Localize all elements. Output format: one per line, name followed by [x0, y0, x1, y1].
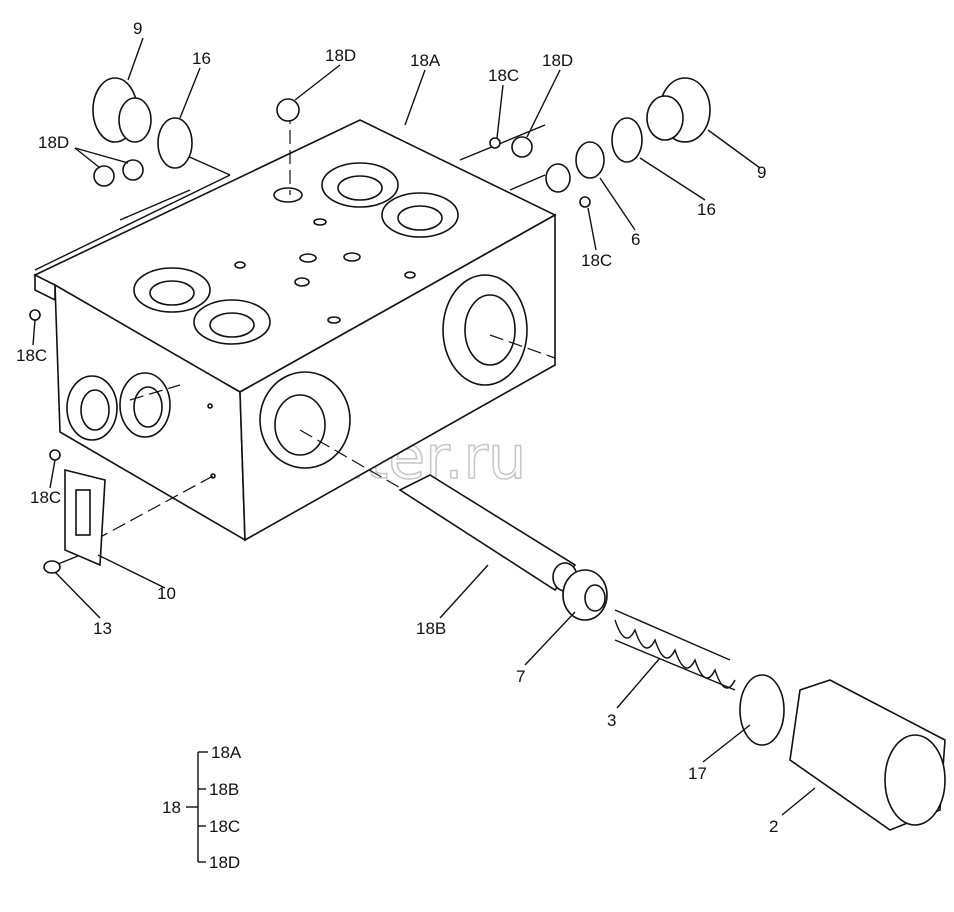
callout-3: 3: [607, 711, 616, 730]
assembly-legend: 18 18A 18B 18C 18D: [162, 743, 242, 872]
callout-18a: 18A: [410, 51, 441, 70]
leader-lines: [32, 37, 816, 816]
callout-7: 7: [516, 667, 525, 686]
callout-16: 16: [192, 49, 211, 68]
spring-3: [614, 609, 736, 691]
callout-18d: 18D: [542, 51, 573, 70]
screw-13: [43, 555, 79, 574]
callout-10: 10: [157, 584, 176, 603]
callout-18c: 18C: [488, 66, 519, 85]
plug-9-right: [646, 77, 711, 143]
callout-18d: 18D: [38, 133, 69, 152]
o-ring-17: [739, 674, 785, 746]
legend-group-label: 18: [162, 798, 181, 817]
callout-13: 13: [93, 619, 112, 638]
callout-9: 9: [133, 19, 142, 38]
legend-item: 18D: [209, 853, 240, 872]
plug-9-left: [92, 77, 152, 143]
o-ring-16-left: [157, 117, 193, 169]
callout-16: 16: [697, 200, 716, 219]
spool-18b: [398, 474, 578, 592]
callout-17: 17: [688, 764, 707, 783]
balls-18c: [29, 137, 591, 461]
seat-7: [562, 569, 608, 621]
balls-18d: [93, 98, 533, 187]
callout-18c: 18C: [16, 346, 47, 365]
callout-2: 2: [769, 817, 778, 836]
callout-18c: 18C: [581, 251, 612, 270]
valve-block-18a: [33, 119, 557, 542]
callout-9: 9: [757, 163, 766, 182]
callout-18b: 18B: [416, 619, 446, 638]
legend-item: 18B: [209, 780, 239, 799]
legend-item: 18C: [209, 817, 240, 836]
valve-6: [545, 141, 605, 193]
o-ring-16-right: [611, 117, 643, 163]
cover-plate-10: [64, 468, 106, 567]
cap-2: [789, 679, 946, 831]
callout-18c: 18C: [30, 488, 61, 507]
callout-6: 6: [631, 230, 640, 249]
legend-item: 18A: [211, 743, 242, 762]
callout-18d: 18D: [325, 46, 356, 65]
